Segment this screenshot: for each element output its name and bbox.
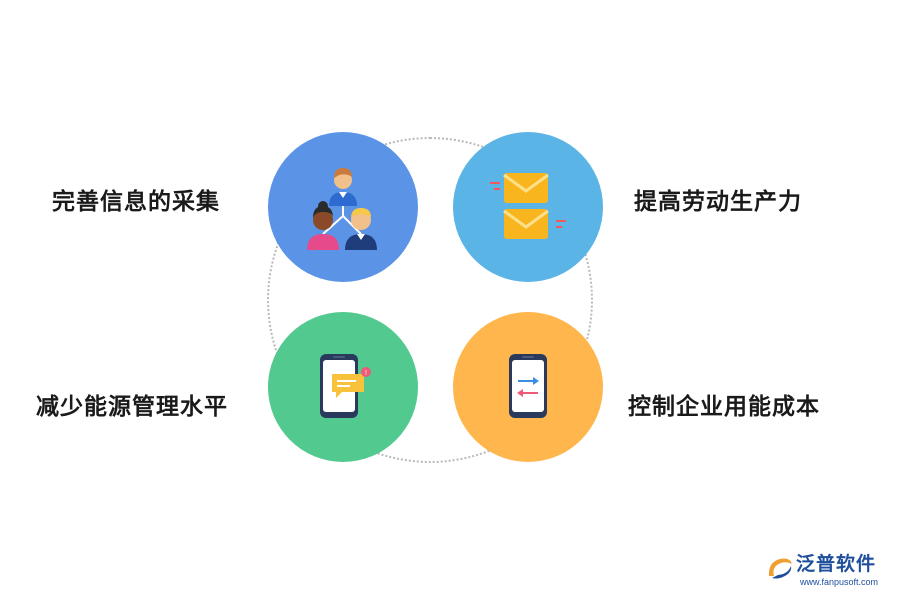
dotted-ring bbox=[267, 137, 593, 463]
node-top-left bbox=[268, 132, 418, 282]
brand-url: www.fanpusoft.com bbox=[800, 577, 879, 587]
people-hierarchy-icon bbox=[307, 168, 377, 250]
brand-name: 泛普软件 bbox=[796, 553, 877, 575]
brand-logo-icon bbox=[768, 558, 792, 579]
phone-transfer-icon bbox=[509, 354, 547, 418]
node-top-right bbox=[453, 132, 603, 282]
node-bottom-right bbox=[453, 312, 603, 462]
envelopes-icon bbox=[490, 173, 566, 239]
brand-watermark: 泛普软件 www.fanpusoft.com bbox=[766, 552, 892, 592]
label-top-left: 完善信息的采集 bbox=[52, 189, 220, 215]
phone-message-icon: ! bbox=[320, 354, 371, 418]
label-bottom-left: 减少能源管理水平 bbox=[36, 394, 228, 420]
node-bottom-left: ! bbox=[268, 312, 418, 462]
label-bottom-right: 控制企业用能成本 bbox=[628, 394, 820, 420]
label-top-right: 提高劳动生产力 bbox=[634, 189, 802, 215]
svg-text:!: ! bbox=[365, 370, 367, 377]
